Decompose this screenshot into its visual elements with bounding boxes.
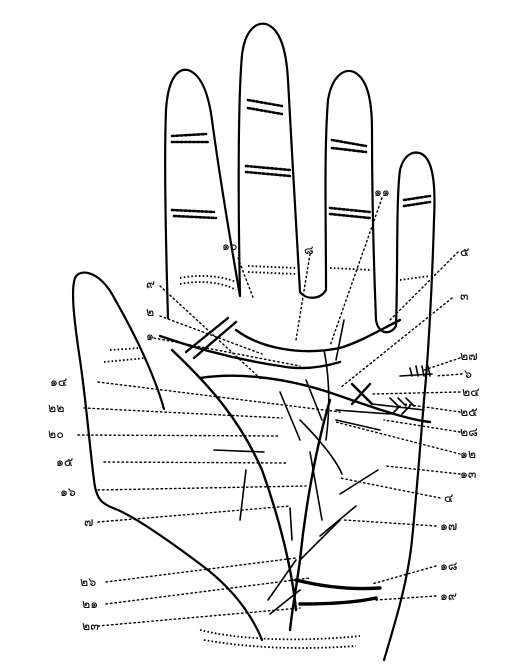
label-28: ๒๘ <box>460 424 478 439</box>
label-23: ๒๓ <box>82 618 99 633</box>
label-9: ๙ <box>146 276 155 291</box>
ring-finger-outline <box>298 69 398 334</box>
label-3: ๓ <box>460 288 469 303</box>
head-line <box>198 374 432 424</box>
label-11: ๑๑ <box>374 184 390 199</box>
label-24: ๒๔ <box>462 384 480 399</box>
label-2: ๒ <box>146 304 154 319</box>
label-27: ๒๗ <box>460 348 478 363</box>
label-17: ๑๗ <box>440 518 457 533</box>
leader-lines <box>77 197 463 627</box>
fate-line <box>288 398 332 632</box>
label-20: ๒๐ <box>48 426 64 441</box>
label-18: ๑๘ <box>440 558 458 573</box>
thumb-outline <box>71 271 264 642</box>
label-26: ๒๖ <box>80 574 96 589</box>
label-19: ๑๙ <box>440 588 457 603</box>
label-10: ๑๐ <box>222 238 238 253</box>
hand-outline <box>71 22 436 662</box>
finger-creases <box>103 98 432 649</box>
label-5: ๕ <box>460 244 469 259</box>
palm-right-edge <box>382 398 426 662</box>
index-finger-outline <box>164 68 242 320</box>
label-1: ๑ <box>146 328 154 343</box>
heart-line <box>234 318 402 353</box>
label-21: ๒๑ <box>82 596 98 611</box>
life-line <box>170 348 298 612</box>
label-22: ๒๒ <box>48 400 64 415</box>
labels: ๑ ๒ ๓ ๔ ๕ ๖ ๗ ๘ ๙ ๑๐ ๑๑ ๑๒ ๑๓ ๑๔ ๑๕ ๑๖ ๑… <box>48 184 480 633</box>
label-6: ๖ <box>464 366 472 381</box>
middle-finger-outline <box>237 22 302 298</box>
label-15: ๑๕ <box>56 454 73 469</box>
label-14: ๑๔ <box>50 374 67 389</box>
label-13: ๑๓ <box>460 466 476 481</box>
label-4: ๔ <box>444 490 453 505</box>
label-25: ๒๕ <box>460 404 478 419</box>
label-16: ๑๖ <box>60 484 76 499</box>
palm-lines <box>158 316 433 632</box>
label-8: ๘ <box>304 242 314 257</box>
little-finger-outline <box>394 151 436 402</box>
label-7: ๗ <box>84 514 93 529</box>
label-12: ๑๒ <box>460 446 476 461</box>
